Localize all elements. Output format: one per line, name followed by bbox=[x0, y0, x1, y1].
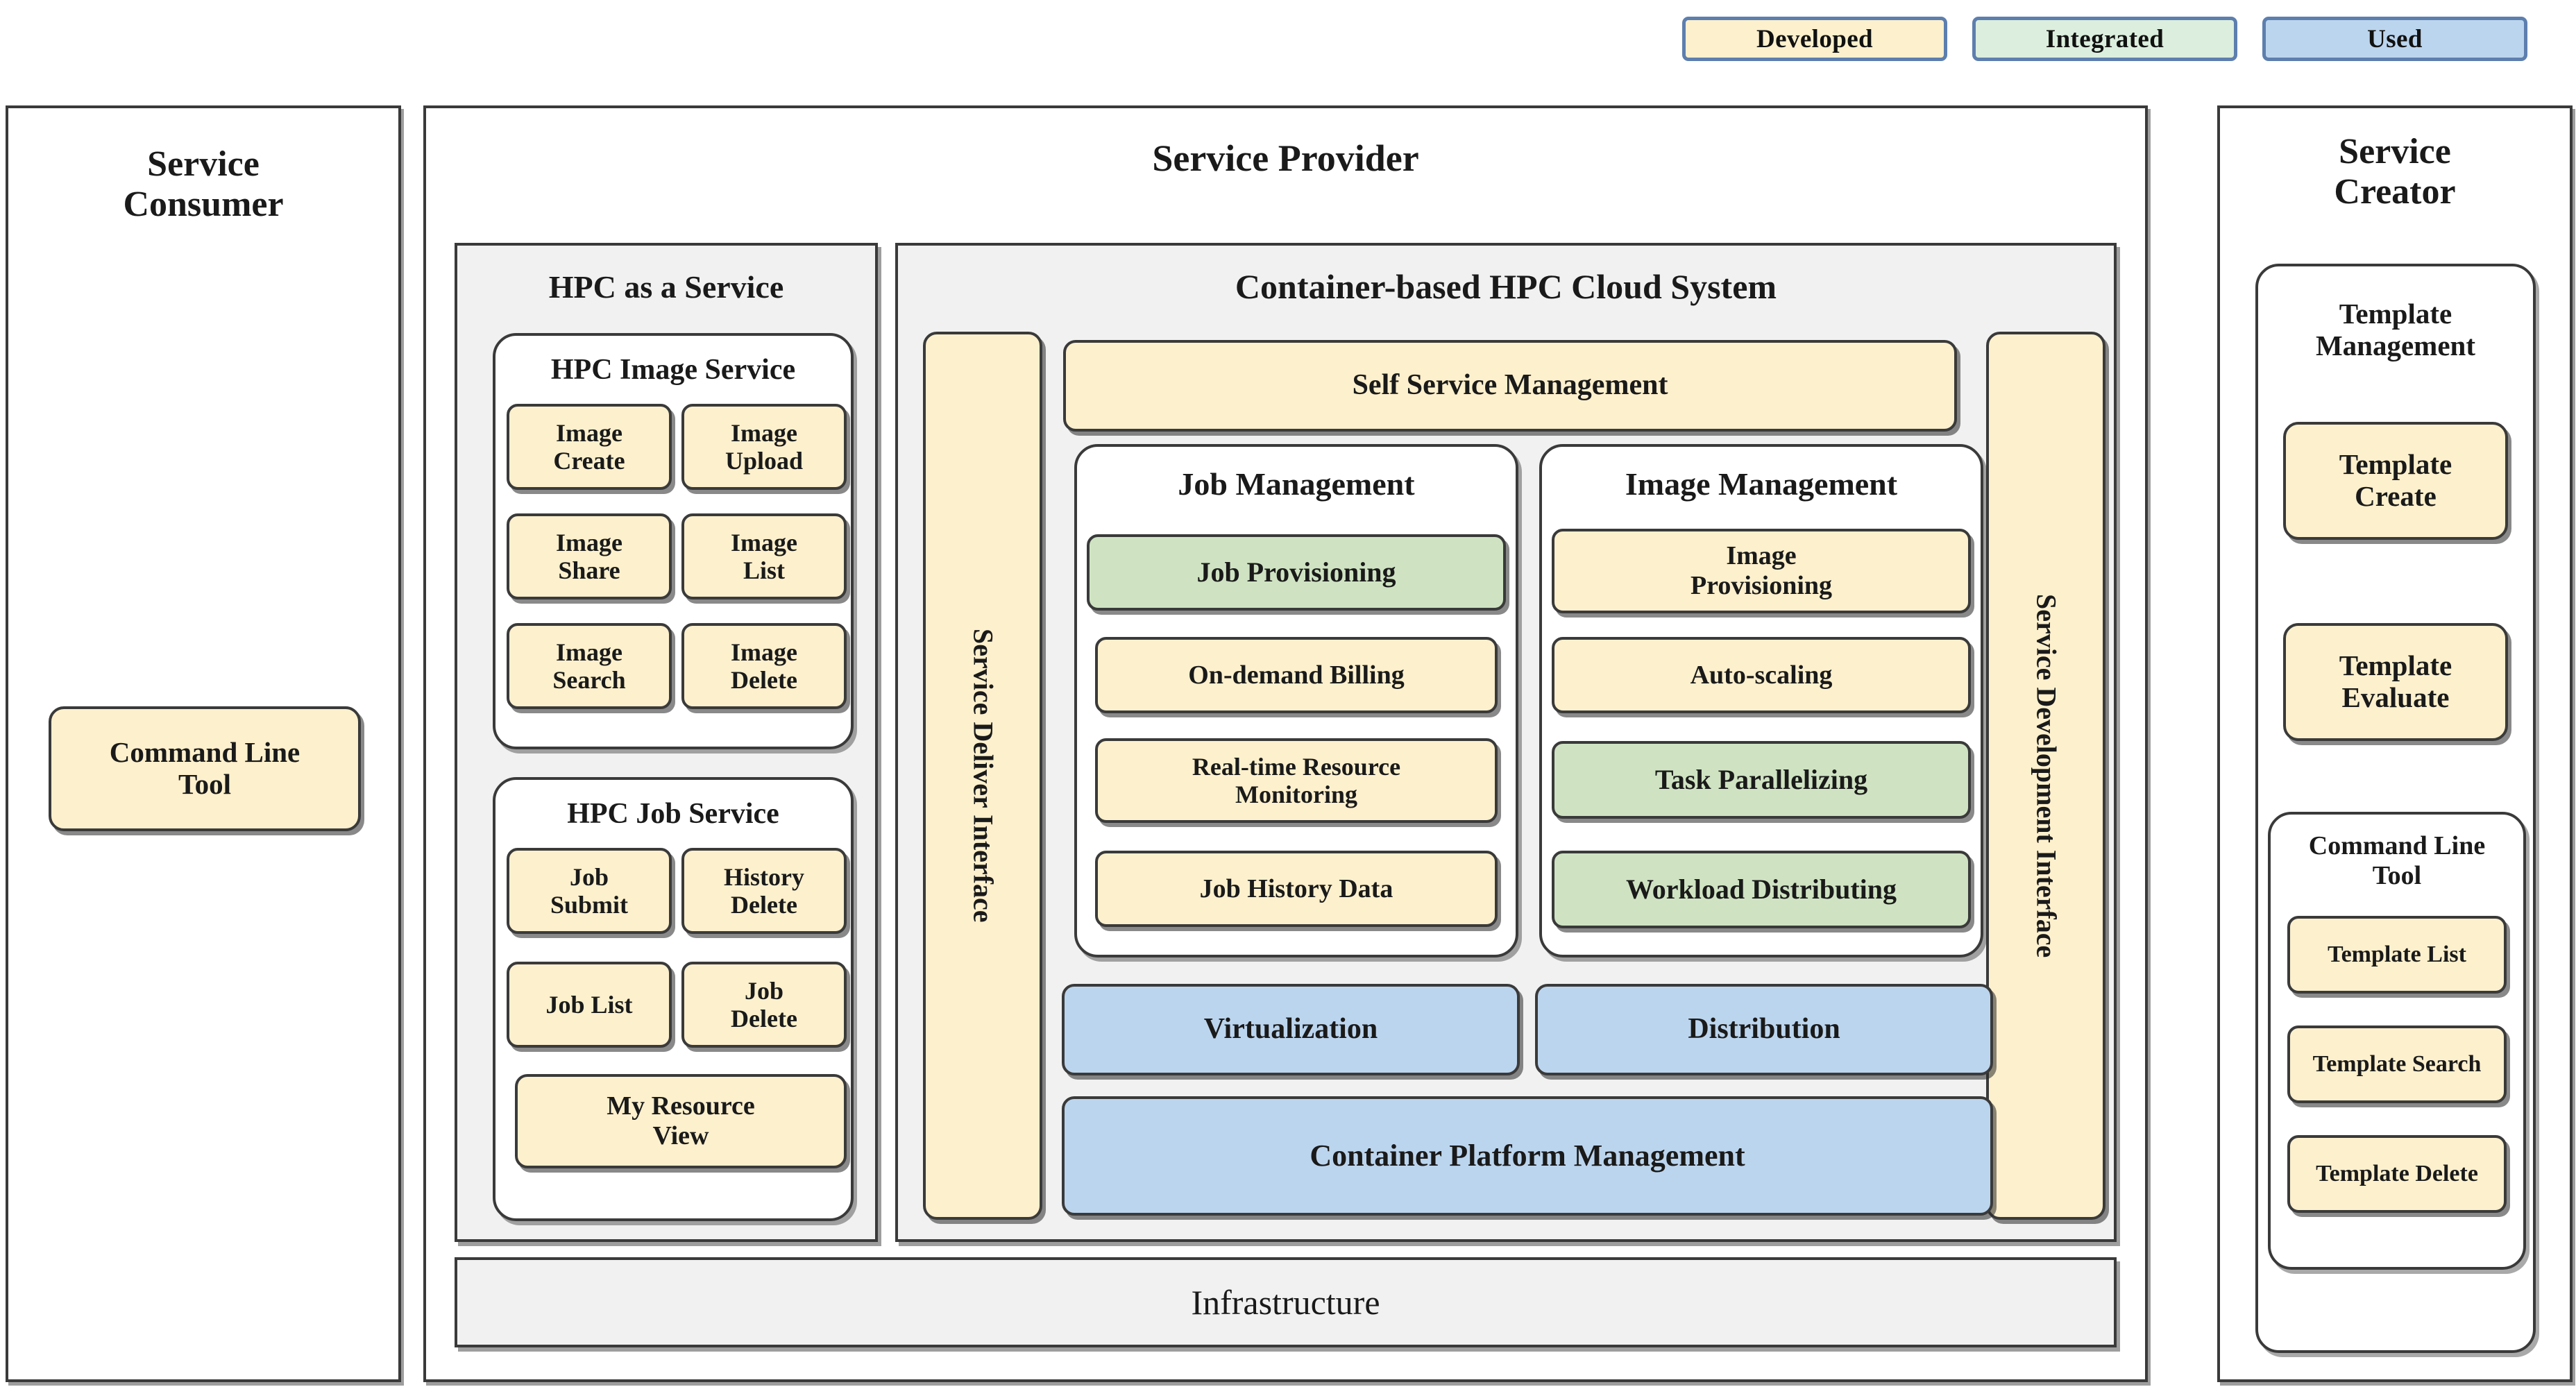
infrastructure-box: Infrastructure bbox=[455, 1257, 2117, 1347]
service-provider-title: Service Provider bbox=[1152, 137, 1419, 179]
job-submit-box[interactable]: Job Submit bbox=[507, 848, 672, 934]
job-history-data-box[interactable]: Job History Data bbox=[1095, 851, 1498, 927]
image-create-box[interactable]: Image Create bbox=[507, 404, 672, 490]
template-search-box[interactable]: Template Search bbox=[2287, 1025, 2507, 1103]
image-provisioning-box[interactable]: Image Provisioning bbox=[1552, 529, 1971, 613]
service-deliver-interface-bar: Service Deliver Interface bbox=[923, 332, 1042, 1220]
image-upload-box[interactable]: Image Upload bbox=[681, 404, 847, 490]
template-delete-box[interactable]: Template Delete bbox=[2287, 1135, 2507, 1213]
virtualization-box[interactable]: Virtualization bbox=[1062, 984, 1520, 1075]
service-development-interface-label: Service Development Interface bbox=[2031, 593, 2062, 958]
real-time-resource-monitoring-box[interactable]: Real-time Resource Monitoring bbox=[1095, 738, 1498, 823]
job-provisioning-box[interactable]: Job Provisioning bbox=[1087, 534, 1506, 611]
auto-scaling-box[interactable]: Auto-scaling bbox=[1552, 637, 1971, 713]
my-resource-view-box[interactable]: My Resource View bbox=[515, 1074, 847, 1168]
legend: Developed Integrated Used bbox=[1682, 17, 2527, 61]
task-parallelizing-box[interactable]: Task Parallelizing bbox=[1552, 741, 1971, 819]
self-service-management-box[interactable]: Self Service Management bbox=[1063, 340, 1957, 432]
legend-item-integrated: Integrated bbox=[1972, 17, 2237, 61]
template-list-box[interactable]: Template List bbox=[2287, 916, 2507, 994]
service-development-interface-bar: Service Development Interface bbox=[1986, 332, 2105, 1220]
hpc-job-service-title: HPC Job Service bbox=[567, 798, 779, 830]
on-demand-billing-box[interactable]: On-demand Billing bbox=[1095, 637, 1498, 713]
image-delete-box[interactable]: Image Delete bbox=[681, 623, 847, 709]
consumer-command-line-tool-box[interactable]: Command Line Tool bbox=[49, 706, 361, 831]
image-list-box[interactable]: Image List bbox=[681, 513, 847, 599]
template-management-title: Template Management bbox=[2315, 298, 2475, 361]
job-management-title: Job Management bbox=[1178, 466, 1415, 502]
job-delete-box[interactable]: Job Delete bbox=[681, 962, 847, 1048]
cloud-system-title: Container-based HPC Cloud System bbox=[1235, 267, 1777, 306]
hpc-as-a-service-title: HPC as a Service bbox=[548, 269, 784, 305]
image-management-title: Image Management bbox=[1625, 466, 1898, 502]
hpc-image-service-title: HPC Image Service bbox=[550, 354, 796, 386]
workload-distributing-box[interactable]: Workload Distributing bbox=[1552, 851, 1971, 928]
template-evaluate-box[interactable]: Template Evaluate bbox=[2283, 623, 2508, 741]
legend-item-developed: Developed bbox=[1682, 17, 1947, 61]
service-consumer-title: Service Consumer bbox=[123, 144, 284, 225]
job-list-box[interactable]: Job List bbox=[507, 962, 672, 1048]
image-search-box[interactable]: Image Search bbox=[507, 623, 672, 709]
container-platform-management-box[interactable]: Container Platform Management bbox=[1062, 1096, 1993, 1216]
service-deliver-interface-label: Service Deliver Interface bbox=[967, 629, 999, 923]
service-creator-title: Service Creator bbox=[2334, 132, 2456, 212]
infrastructure-label: Infrastructure bbox=[1191, 1283, 1380, 1322]
template-create-box[interactable]: Template Create bbox=[2283, 422, 2508, 540]
legend-item-used: Used bbox=[2262, 17, 2527, 61]
distribution-box[interactable]: Distribution bbox=[1535, 984, 1993, 1075]
creator-command-line-tool-title: Command Line Tool bbox=[2308, 831, 2486, 890]
history-delete-box[interactable]: History Delete bbox=[681, 848, 847, 934]
image-share-box[interactable]: Image Share bbox=[507, 513, 672, 599]
